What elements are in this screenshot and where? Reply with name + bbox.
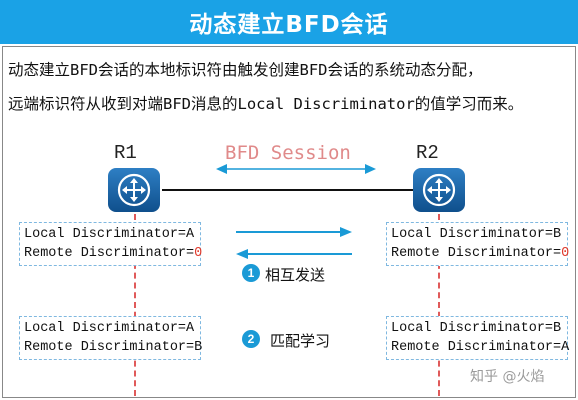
step-2-badge: 2 [242,330,260,348]
remote-discriminator-label: Remote Discriminator= [24,246,195,261]
step-1-label: 相互发送 [265,266,326,284]
local-discriminator-row: Local Discriminator=B [391,225,563,244]
description-line-2: 远端标识符从收到对端BFD消息的Local Discriminator的值学习而… [8,95,524,113]
local-discriminator-value: A [186,321,195,336]
router-icon [422,173,456,207]
local-discriminator-label: Local Discriminator= [24,227,187,242]
remote-discriminator-value: 0 [561,246,570,261]
local-discriminator-row: Local Discriminator=A [24,225,196,244]
r1-timeline [134,214,136,396]
page-title: 动态建立BFD会话 [0,0,578,44]
remote-discriminator-value: A [561,340,570,355]
r2-label: R2 [416,142,439,164]
r1-router [108,168,160,212]
remote-discriminator-row: Remote Discriminator=A [391,338,569,357]
remote-discriminator-value: B [194,340,203,355]
local-discriminator-value: B [553,321,562,336]
r2-discriminator-box-2: Local Discriminator=B Remote Discriminat… [386,316,569,360]
remote-discriminator-row: Remote Discriminator=0 [391,244,569,263]
watermark: 知乎 @火焰 [470,369,545,385]
r2-router [413,168,465,212]
arrow-right-icon [236,227,352,237]
remote-discriminator-label: Remote Discriminator= [391,340,562,355]
bfd-session-label: BFD Session [225,142,351,164]
remote-discriminator-row: Remote Discriminator=B [24,338,202,357]
remote-discriminator-label: Remote Discriminator= [391,246,562,261]
step-1-badge: 1 [242,264,260,282]
local-discriminator-value: A [186,227,195,242]
arrow-left-icon [236,249,352,259]
r2-discriminator-box-1: Local Discriminator=B Remote Discriminat… [386,222,569,266]
router-icon [117,173,151,207]
local-discriminator-label: Local Discriminator= [391,227,554,242]
r1-discriminator-box-2: Local Discriminator=A Remote Discriminat… [19,316,202,360]
local-discriminator-label: Local Discriminator= [24,321,187,336]
local-discriminator-label: Local Discriminator= [391,321,554,336]
local-discriminator-row: Local Discriminator=A [24,319,196,338]
description-line-1: 动态建立BFD会话的本地标识符由触发创建BFD会话的系统动态分配， [8,61,483,79]
remote-discriminator-label: Remote Discriminator= [24,340,195,355]
local-discriminator-value: B [553,227,562,242]
r1-discriminator-box-1: Local Discriminator=A Remote Discriminat… [19,222,202,266]
diagram-frame [2,46,576,398]
step-2-label: 匹配学习 [270,332,331,350]
r2-timeline [438,214,440,396]
r1-label: R1 [114,142,137,164]
local-discriminator-row: Local Discriminator=B [391,319,563,338]
remote-discriminator-value: 0 [194,246,203,261]
bfd-session-link [162,189,414,191]
session-double-arrow-icon [216,164,376,174]
remote-discriminator-row: Remote Discriminator=0 [24,244,202,263]
